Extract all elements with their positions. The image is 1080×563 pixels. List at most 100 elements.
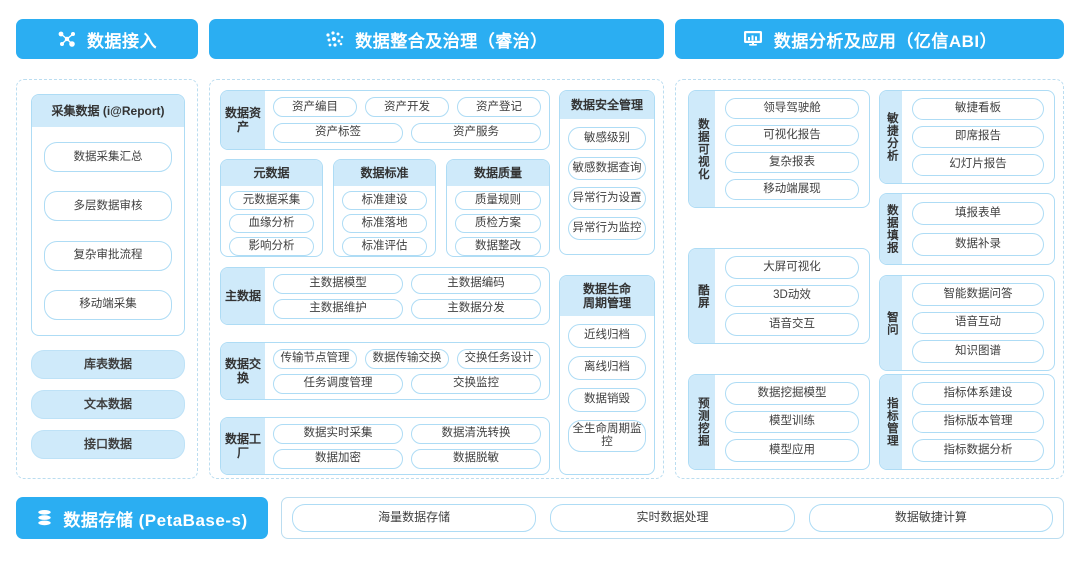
card-title: 数据生命 周期管理: [560, 276, 654, 316]
list-item[interactable]: 敏感级别: [568, 127, 646, 150]
column-header-governance[interactable]: 数据整合及治理（睿治）: [209, 19, 664, 59]
list-item[interactable]: 数据实时采集: [273, 424, 403, 444]
list-item[interactable]: 数据传输交换: [365, 349, 449, 369]
card-data-quality: 数据质量 质量规则 质检方案 数据整改: [446, 159, 550, 257]
list-item[interactable]: 标准评估: [342, 237, 427, 256]
list-item[interactable]: 数据补录: [912, 233, 1044, 256]
card-metadata: 元数据 元数据采集 血缘分析 影响分析: [220, 159, 323, 257]
list-item[interactable]: 异常行为设置: [568, 187, 646, 210]
group-label: 数据填报: [880, 194, 902, 264]
list-item[interactable]: 移动端采集: [44, 289, 172, 320]
list-item[interactable]: 标准落地: [342, 214, 427, 233]
list-item[interactable]: 主数据编码: [411, 274, 541, 294]
table-row: 传输节点管理 数据传输交换 交换任务设计: [273, 349, 541, 369]
column-header-analysis[interactable]: 数据分析及应用（亿信ABI）: [675, 19, 1064, 59]
list-item[interactable]: 资产编目: [273, 97, 357, 118]
list-item[interactable]: 主数据分发: [411, 299, 541, 319]
list-item[interactable]: 可视化报告: [725, 125, 859, 146]
list-item[interactable]: 影响分析: [229, 237, 314, 256]
list-item[interactable]: 主数据维护: [273, 299, 403, 319]
list-item[interactable]: 实时数据处理: [550, 504, 795, 532]
data-dots-icon: [325, 30, 345, 48]
list-item[interactable]: 资产服务: [411, 122, 541, 143]
list-item[interactable]: 离线归档: [568, 356, 646, 380]
list-item[interactable]: 复杂审批流程: [44, 240, 172, 271]
list-item[interactable]: 模型训练: [725, 410, 859, 434]
list-item[interactable]: 语音互动: [912, 311, 1044, 335]
list-item[interactable]: 知识图谱: [912, 340, 1044, 364]
list-item[interactable]: 质检方案: [455, 214, 541, 233]
group-label: 预测挖掘: [689, 375, 715, 469]
list-item[interactable]: 敏捷看板: [912, 98, 1044, 120]
table-row: 数据实时采集 数据清洗转换: [273, 424, 541, 444]
list-item[interactable]: 多层数据审核: [44, 191, 172, 222]
analysis-panel: 数据可视化 领导驾驶舱 可视化报告 复杂报表 移动端展现 酷屏 大屏可视化 3D…: [675, 79, 1064, 479]
list-item[interactable]: 数据加密: [273, 449, 403, 469]
ingest-source-list: 库表数据 文本数据 接口数据: [31, 350, 185, 459]
list-item[interactable]: 数据清洗转换: [411, 424, 541, 444]
list-item[interactable]: 主数据模型: [273, 274, 403, 294]
list-item[interactable]: 资产标签: [273, 122, 403, 143]
list-item[interactable]: 资产开发: [365, 97, 449, 118]
list-item[interactable]: 近线归档: [568, 324, 646, 348]
list-item[interactable]: 领导驾驶舱: [725, 98, 859, 119]
collect-data-card: 采集数据 (i@Report) 数据采集汇总 多层数据审核 复杂审批流程 移动端…: [31, 94, 185, 336]
list-item[interactable]: 异常行为监控: [568, 217, 646, 240]
list-item[interactable]: 元数据采集: [229, 191, 314, 210]
list-item[interactable]: 数据整改: [455, 237, 541, 256]
collect-data-title: 采集数据 (i@Report): [32, 95, 184, 127]
group-label: 数据资产: [221, 91, 265, 149]
list-item[interactable]: 即席报告: [912, 126, 1044, 148]
group-label: 主数据: [221, 268, 265, 324]
list-item[interactable]: 库表数据: [31, 350, 185, 379]
list-item[interactable]: 传输节点管理: [273, 349, 357, 369]
list-item[interactable]: 海量数据存储: [292, 504, 537, 532]
group-label: 数据工厂: [221, 418, 265, 474]
list-item[interactable]: 数据敏捷计算: [808, 504, 1053, 532]
list-item[interactable]: 模型应用: [725, 439, 859, 463]
list-item[interactable]: 指标版本管理: [912, 410, 1044, 434]
list-item[interactable]: 指标体系建设: [912, 382, 1044, 405]
list-item[interactable]: 填报表单: [912, 202, 1044, 225]
list-item[interactable]: 敏感数据查询: [568, 157, 646, 180]
group-master-data: 主数据 主数据模型 主数据编码 主数据维护 主数据分发: [220, 267, 550, 325]
list-item[interactable]: 复杂报表: [725, 152, 859, 173]
group-data-assets: 数据资产 资产编目 资产开发 资产登记 资产标签 资产服务: [220, 90, 550, 150]
list-item[interactable]: 接口数据: [31, 430, 185, 459]
group-label: 数据交换: [221, 343, 265, 399]
list-item[interactable]: 血缘分析: [229, 214, 314, 233]
table-row: 任务调度管理 交换监控: [273, 374, 541, 394]
list-item[interactable]: 指标数据分析: [912, 439, 1044, 463]
list-item[interactable]: 3D动效: [725, 284, 859, 308]
list-item[interactable]: 资产登记: [457, 97, 541, 118]
list-item[interactable]: 数据销毁: [568, 388, 646, 412]
list-item[interactable]: 语音交互: [725, 313, 859, 337]
group-prediction: 预测挖掘 数据挖掘模型 模型训练 模型应用: [688, 374, 870, 470]
card-title: 数据安全管理: [560, 91, 654, 119]
list-item[interactable]: 幻灯片报告: [912, 154, 1044, 176]
card-title: 数据质量: [447, 160, 549, 186]
list-item[interactable]: 标准建设: [342, 191, 427, 210]
table-row: 主数据模型 主数据编码: [273, 274, 541, 294]
list-item[interactable]: 数据采集汇总: [44, 142, 172, 173]
list-item[interactable]: 全生命周期监控: [568, 420, 646, 452]
card-title-line1: 数据生命: [582, 281, 631, 296]
storage-header[interactable]: 数据存储 (PetaBase-s): [16, 497, 268, 539]
list-item[interactable]: 智能数据问答: [912, 283, 1044, 306]
list-item[interactable]: 质量规则: [455, 191, 541, 210]
list-item[interactable]: 数据挖掘模型: [725, 382, 859, 405]
ingest-panel: 采集数据 (i@Report) 数据采集汇总 多层数据审核 复杂审批流程 移动端…: [16, 79, 198, 479]
column-header-ingest[interactable]: 数据接入: [16, 19, 198, 59]
list-item[interactable]: 文本数据: [31, 390, 185, 419]
list-item[interactable]: 大屏可视化: [725, 256, 859, 279]
list-item[interactable]: 任务调度管理: [273, 374, 403, 394]
group-visualization: 数据可视化 领导驾驶舱 可视化报告 复杂报表 移动端展现: [688, 90, 870, 208]
list-item[interactable]: 交换监控: [411, 374, 541, 394]
list-item[interactable]: 交换任务设计: [457, 349, 541, 369]
database-icon: [36, 509, 53, 527]
list-item[interactable]: 数据脱敏: [411, 449, 541, 469]
group-kpi-management: 指标管理 指标体系建设 指标版本管理 指标数据分析: [879, 374, 1055, 470]
list-item[interactable]: 移动端展现: [725, 179, 859, 200]
group-data-factory: 数据工厂 数据实时采集 数据清洗转换 数据加密 数据脱敏: [220, 417, 550, 475]
